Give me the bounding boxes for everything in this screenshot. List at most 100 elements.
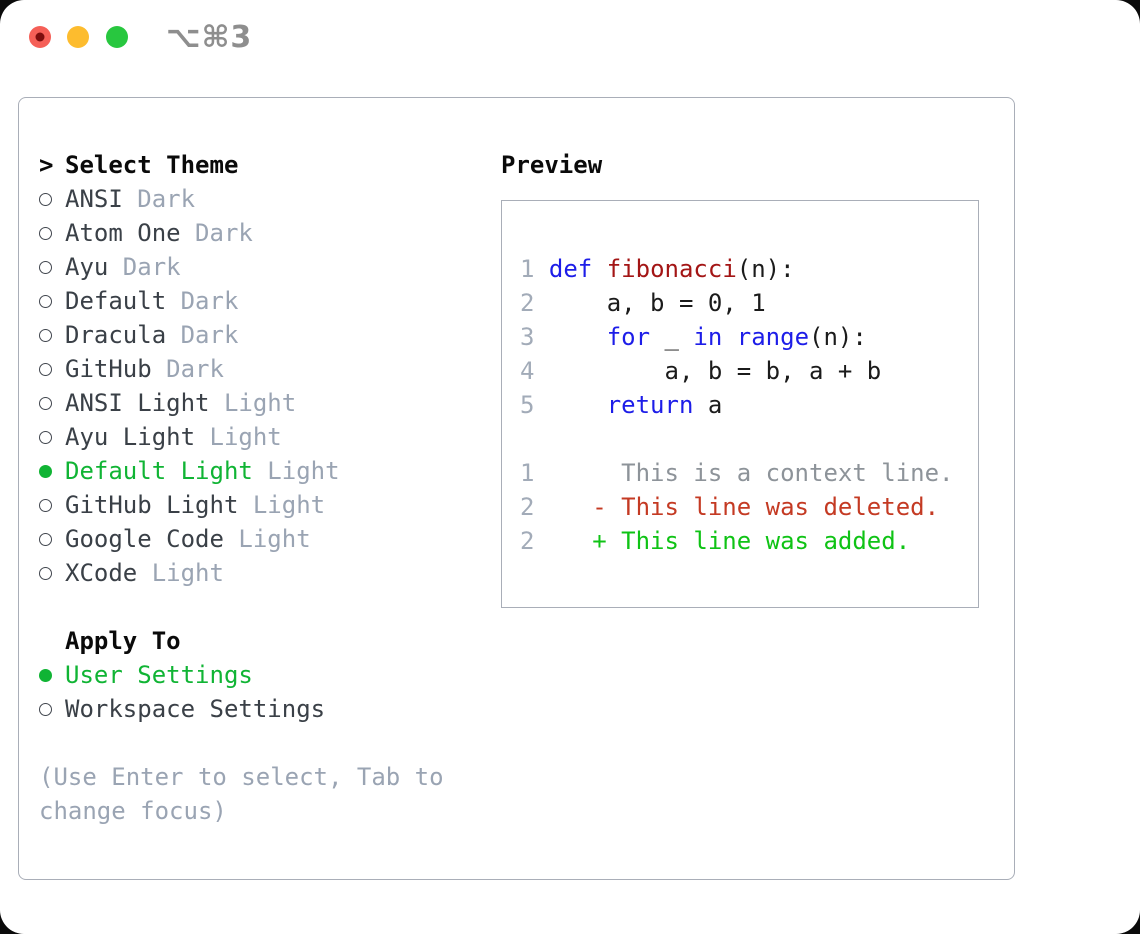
window-title: ⌥⌘3 xyxy=(166,20,253,55)
code-segment xyxy=(722,323,736,351)
theme-option[interactable]: ANSI Light Light xyxy=(39,386,501,420)
code-segment: range xyxy=(736,323,810,351)
code-segment: + This line was added. xyxy=(548,527,911,555)
minimize-button[interactable] xyxy=(67,26,89,48)
code-segment: a, b = b, a + b xyxy=(548,357,882,385)
radio-icon xyxy=(39,498,52,512)
code-line xyxy=(520,422,978,456)
zoom-button[interactable] xyxy=(106,26,128,48)
apply-to-option[interactable]: User Settings xyxy=(39,658,501,692)
apply-to-label: Workspace Settings xyxy=(65,695,326,723)
radio-icon xyxy=(39,328,52,342)
radio-icon xyxy=(39,532,52,546)
prompt-icon: > xyxy=(39,151,54,179)
radio-selected-icon xyxy=(39,668,52,682)
apply-to-label: User Settings xyxy=(65,661,253,689)
theme-name: ANSI xyxy=(65,185,123,213)
theme-name: GitHub Light xyxy=(65,491,239,519)
theme-option[interactable]: ANSI Dark xyxy=(39,182,501,216)
theme-variant: Dark xyxy=(108,253,181,281)
title-bar: ⌥⌘3 xyxy=(0,0,1140,74)
code-segment xyxy=(549,391,607,419)
theme-option[interactable]: Google Code Light xyxy=(39,522,501,556)
preview-title: Preview xyxy=(501,151,603,179)
code-segment: for xyxy=(606,323,651,351)
unsaved-dot-icon xyxy=(35,32,45,42)
code-segment: a xyxy=(693,391,723,419)
theme-option[interactable]: Atom One Dark xyxy=(39,216,501,250)
radio-icon xyxy=(39,294,52,308)
code-segment: - This line was deleted. xyxy=(548,493,940,521)
code-segment: a, b = 0, 1 xyxy=(548,289,766,317)
theme-variant: Dark xyxy=(180,219,253,247)
code-line: 2 a, b = 0, 1 xyxy=(520,286,978,320)
theme-option[interactable]: XCode Light xyxy=(39,556,501,590)
theme-variant: Dark xyxy=(151,355,224,383)
radio-icon xyxy=(39,566,52,580)
code-segment: fibonacci xyxy=(606,255,737,283)
line-number: 2 xyxy=(520,493,549,521)
theme-option[interactable]: Ayu Light Light xyxy=(39,420,501,454)
line-number: 1 xyxy=(520,459,549,487)
hint-line-2: change focus) xyxy=(39,797,227,825)
code-segment: _ xyxy=(650,323,694,351)
spacer xyxy=(39,590,501,624)
theme-option[interactable]: GitHub Dark xyxy=(39,352,501,386)
theme-variant: Dark xyxy=(166,287,239,315)
code-line: 5 return a xyxy=(520,388,978,422)
code-segment: (n): xyxy=(809,323,867,351)
theme-variant: Dark xyxy=(166,321,239,349)
radio-icon xyxy=(39,192,52,206)
line-number: 2 xyxy=(520,289,549,317)
theme-option[interactable]: Ayu Dark xyxy=(39,250,501,284)
code-line: 4 a, b = b, a + b xyxy=(520,354,978,388)
apply-to-option[interactable]: Workspace Settings xyxy=(39,692,501,726)
line-number xyxy=(520,425,549,453)
radio-icon xyxy=(39,396,52,410)
theme-option[interactable]: Default Light Light xyxy=(39,454,501,488)
radio-icon xyxy=(39,430,52,444)
theme-name: Default xyxy=(65,287,167,315)
theme-option[interactable]: Default Dark xyxy=(39,284,501,318)
theme-name: GitHub xyxy=(65,355,152,383)
hint-line-1: (Use Enter to select, Tab to xyxy=(39,763,444,791)
close-button[interactable] xyxy=(29,26,51,48)
code-line: 1 def fibonacci(n): xyxy=(520,252,978,286)
line-number: 3 xyxy=(520,323,549,351)
radio-icon xyxy=(39,260,52,274)
code-segment: def xyxy=(548,255,593,283)
theme-option[interactable]: GitHub Light Light xyxy=(39,488,501,522)
code-line: 2 + This line was added. xyxy=(520,524,978,558)
code-segment: This is a context line. xyxy=(548,459,954,487)
code-segment xyxy=(592,255,606,283)
theme-name: ANSI Light xyxy=(65,389,210,417)
theme-name: Ayu xyxy=(65,253,109,281)
theme-name: Google Code xyxy=(65,525,224,553)
theme-option[interactable]: Dracula Dark xyxy=(39,318,501,352)
code-line: 3 for _ in range(n): xyxy=(520,320,978,354)
radio-selected-icon xyxy=(39,464,52,478)
theme-name: Default Light xyxy=(65,457,253,485)
line-number: 2 xyxy=(520,527,549,555)
theme-variant: Light xyxy=(209,389,297,417)
theme-variant: Light xyxy=(223,525,311,553)
apply-to-header: Apply To xyxy=(39,624,501,658)
radio-icon xyxy=(39,702,52,716)
theme-variant: Light xyxy=(195,423,282,451)
code-line: 1 This is a context line. xyxy=(520,456,978,490)
spacer xyxy=(39,726,501,760)
theme-variant: Light xyxy=(252,457,340,485)
theme-variant: Dark xyxy=(122,185,196,213)
theme-variant: Light xyxy=(238,491,326,519)
theme-variant: Light xyxy=(137,559,224,587)
theme-name: Dracula xyxy=(65,321,167,349)
code-segment: in xyxy=(693,323,723,351)
select-theme-title: Select Theme xyxy=(65,151,239,179)
line-number: 4 xyxy=(520,357,549,385)
radio-icon xyxy=(39,362,52,376)
